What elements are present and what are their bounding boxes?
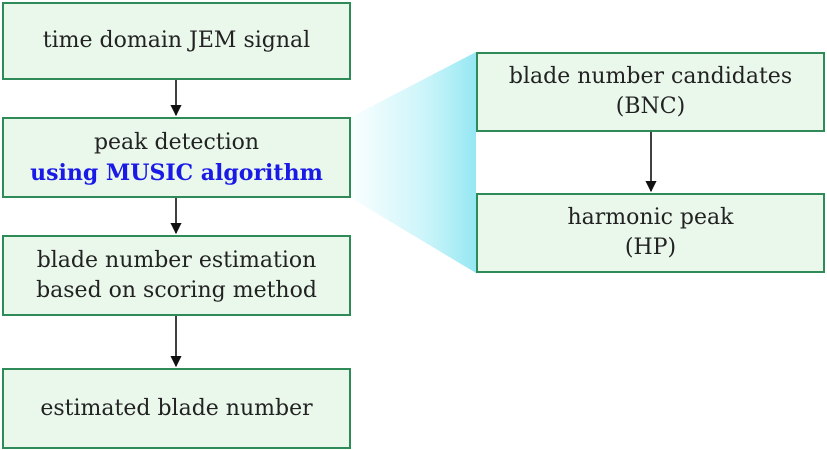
detail-abbreviation: (BNC) (615, 94, 686, 119)
detail-blade-number-candidates: blade number candidates (BNC) (476, 52, 825, 132)
step-blade-number-estimation: blade number estimation based on scoring… (2, 235, 351, 316)
step-label: peak detection (93, 129, 260, 155)
step-label: time domain JEM signal (42, 28, 311, 53)
step-time-domain-signal: time domain JEM signal (2, 2, 351, 80)
step-peak-detection: peak detection using MUSIC algorithm (2, 117, 351, 198)
detail-harmonic-peak: harmonic peak (HP) (476, 193, 825, 273)
zoom-fan-connector (351, 52, 476, 273)
step-sublabel: based on scoring method (36, 277, 317, 303)
step-label: blade number estimation (36, 247, 317, 273)
detail-label: blade number candidates (508, 64, 793, 89)
step-estimated-blade-number: estimated blade number (2, 368, 351, 449)
detail-label: harmonic peak (567, 205, 734, 230)
step-method-label: using MUSIC algorithm (30, 159, 323, 186)
step-label: estimated blade number (40, 395, 313, 421)
detail-abbreviation: (HP) (624, 235, 677, 260)
